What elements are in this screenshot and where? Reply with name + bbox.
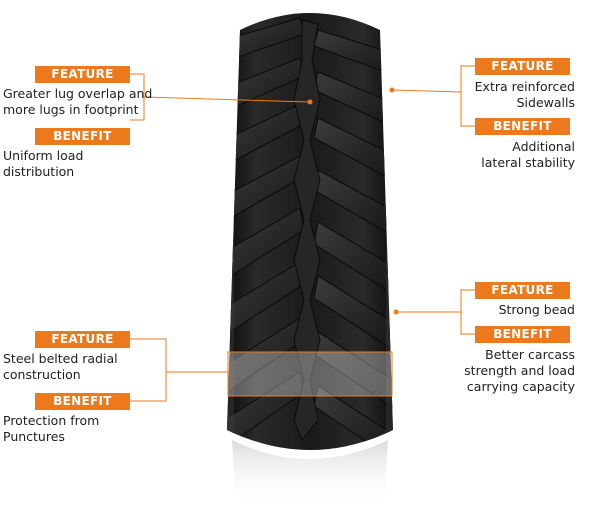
leader-lines — [130, 65, 475, 402]
tread-center-rib — [293, 19, 321, 441]
benefit-badge-steel-belt: BENEFIT — [35, 393, 130, 410]
steel-belt-highlight — [227, 351, 393, 397]
feature-badge-sidewalls: FEATURE — [475, 58, 570, 75]
feature-badge-bead: FEATURE — [475, 282, 570, 299]
feature-text-bead: Strong bead — [498, 302, 575, 317]
benefit-text-sidewalls: Additional lateral stability — [481, 139, 575, 170]
benefit-badge-lug-overlap: BENEFIT — [35, 128, 130, 145]
feature-text-sidewalls: Extra reinforced Sidewalls — [474, 79, 575, 110]
leader-dots — [307, 87, 399, 315]
benefit-text-lug-overlap: Uniform load distribution — [3, 148, 84, 179]
feature-badge-lug-overlap: FEATURE — [35, 66, 130, 83]
benefit-badge-bead: BENEFIT — [475, 326, 570, 343]
benefit-badge-sidewalls: BENEFIT — [475, 118, 570, 135]
tire-reflection — [232, 440, 388, 506]
benefit-text-bead: Better carcass strength and load carryin… — [464, 347, 575, 394]
feature-text-steel-belt: Steel belted radial construction — [3, 351, 118, 382]
tread-lugs-left — [227, 17, 305, 449]
feature-text-lug-overlap: Greater lug overlap and more lugs in foo… — [3, 86, 153, 117]
feature-badge-steel-belt: FEATURE — [35, 331, 130, 348]
benefit-text-steel-belt: Protection from Punctures — [3, 413, 100, 444]
